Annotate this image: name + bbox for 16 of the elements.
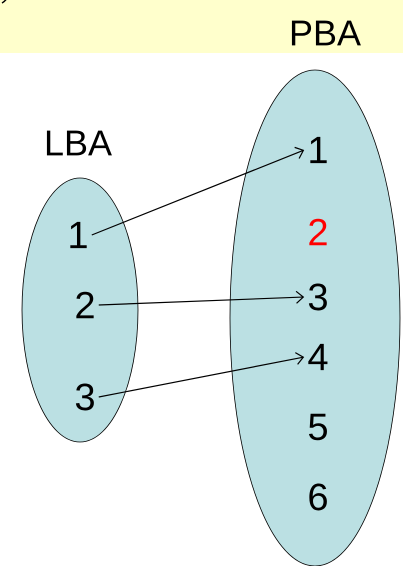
element-number: 2 bbox=[76, 292, 94, 318]
arrow bbox=[98, 290, 304, 306]
arrow bbox=[98, 352, 304, 398]
element-number: 1 bbox=[310, 136, 327, 164]
element-number: 4 bbox=[308, 344, 328, 370]
set-heading: PBA bbox=[292, 20, 361, 46]
element-number: 1 bbox=[70, 222, 87, 248]
set-ellipse bbox=[230, 70, 400, 566]
element-number: 6 bbox=[309, 484, 327, 510]
element-number: 5 bbox=[308, 414, 327, 440]
arrow bbox=[92, 146, 304, 236]
set-ellipse bbox=[22, 178, 138, 442]
element-number: 2 bbox=[309, 218, 327, 246]
element-number: 3 bbox=[76, 384, 94, 410]
set-heading: LBA bbox=[46, 130, 112, 156]
element-number: 3 bbox=[308, 284, 327, 310]
